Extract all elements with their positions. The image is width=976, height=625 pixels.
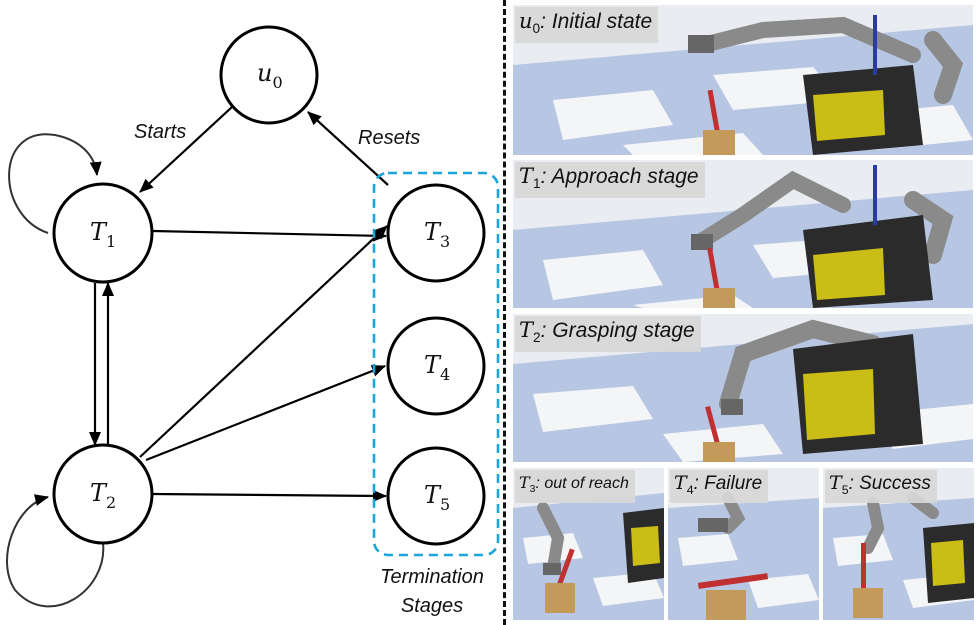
divider-line bbox=[503, 0, 506, 625]
svg-text:T5: T5 bbox=[424, 481, 450, 514]
panel-approach-stage: T1: Approach stage bbox=[513, 160, 973, 308]
panel-caption: T1: Approach stage bbox=[515, 162, 705, 199]
self-loop-t2 bbox=[6, 494, 105, 608]
panel-success: T5: Success bbox=[823, 468, 974, 620]
node-t3: T3 bbox=[386, 183, 486, 283]
robot-scene-image bbox=[513, 160, 973, 308]
svg-text:T2: T2 bbox=[90, 479, 116, 512]
panel-caption: T5: Success bbox=[825, 470, 937, 503]
node-u0: u0 bbox=[219, 25, 319, 125]
edge-u0-t1 bbox=[139, 106, 233, 193]
svg-text:T3: T3 bbox=[424, 218, 450, 251]
termination-group-box bbox=[372, 171, 500, 557]
edge-t2-t3 bbox=[139, 225, 388, 458]
node-t5: T5 bbox=[386, 446, 486, 546]
robot-scene-image bbox=[513, 468, 664, 620]
self-loop-t1 bbox=[8, 133, 102, 234]
panel-caption: T2: Grasping stage bbox=[515, 316, 701, 353]
node-t2: T2 bbox=[52, 443, 154, 545]
edge-t3-u0 bbox=[307, 111, 389, 186]
robot-scene-image bbox=[823, 468, 974, 620]
panel-caption: u0: Initial state bbox=[515, 7, 659, 44]
robot-scene-image bbox=[513, 5, 973, 155]
robot-scene-image bbox=[513, 314, 973, 462]
label-termination: Termination bbox=[380, 566, 484, 588]
panel-grasping-stage: T2: Grasping stage bbox=[513, 314, 973, 462]
panel-initial-state: u0: Initial state bbox=[513, 5, 973, 155]
panel-out-of-reach: T3: out of reach bbox=[513, 468, 664, 620]
svg-text:T4: T4 bbox=[424, 351, 450, 384]
edge-t2-t5 bbox=[152, 489, 387, 502]
node-t1: T1 bbox=[52, 182, 154, 284]
panel-caption: T3: out of reach bbox=[515, 470, 635, 504]
label-starts: Starts bbox=[134, 121, 186, 143]
label-resets: Resets bbox=[358, 127, 420, 149]
panel-caption: T4: Failure bbox=[670, 470, 769, 503]
edge-t2-t4 bbox=[145, 364, 386, 462]
edge-t1-t3 bbox=[152, 229, 387, 242]
state-diagram: u0 T1 T2 T3 T4 T5 Starts Resets Terminat… bbox=[6, 25, 500, 617]
node-t4: T4 bbox=[386, 316, 486, 416]
label-stages: Stages bbox=[401, 595, 463, 617]
svg-text:u0: u0 bbox=[257, 59, 283, 92]
robot-scene-image bbox=[668, 468, 819, 620]
panel-failure: T4: Failure bbox=[668, 468, 819, 620]
svg-text:T1: T1 bbox=[90, 218, 116, 251]
